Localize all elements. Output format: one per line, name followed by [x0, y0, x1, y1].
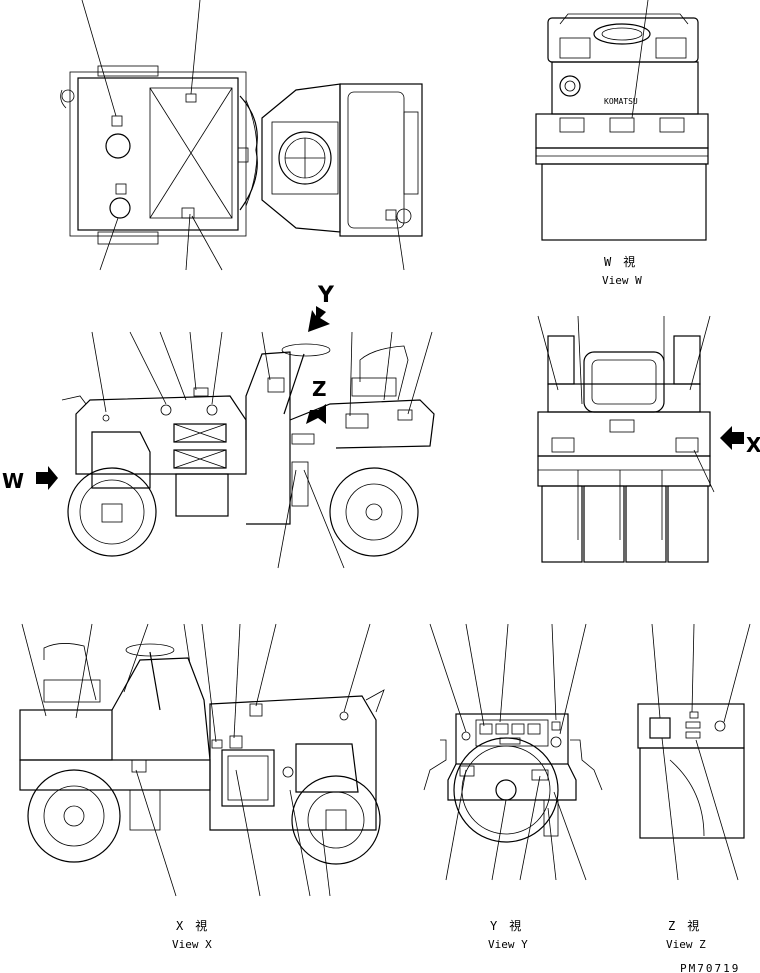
arrow-w: W	[2, 466, 58, 493]
arrow-w-letter: W	[2, 469, 24, 493]
view-z-caption: View Z	[666, 938, 706, 951]
arrow-x-letter: X	[746, 433, 760, 457]
machine-logo: KOMATSU	[604, 97, 638, 106]
view-w-kanji: W 視	[604, 254, 635, 269]
view-w-front: KOMATSU	[535, 0, 709, 241]
rear-view	[537, 315, 715, 563]
view-x-caption: View X	[172, 938, 212, 951]
arrow-x: X	[720, 426, 760, 457]
arrow-z: Z	[306, 377, 327, 424]
arrow-y-letter: Y	[317, 283, 335, 308]
view-z-kanji: Z 視	[668, 918, 699, 933]
view-y-kanji: Y 視	[490, 918, 521, 933]
view-x-side	[19, 623, 385, 897]
view-x-kanji: X 視	[176, 918, 207, 933]
arrow-z-letter: Z	[312, 377, 327, 401]
view-y-dashboard	[423, 623, 603, 881]
view-z-panel	[637, 623, 751, 881]
view-y-caption: View Y	[488, 938, 528, 951]
view-w-caption: View W	[602, 274, 642, 287]
top-view	[60, 0, 423, 271]
arrow-y: Y	[308, 283, 335, 332]
side-view-left	[61, 331, 435, 569]
drawing-number: PM70719	[680, 962, 740, 973]
